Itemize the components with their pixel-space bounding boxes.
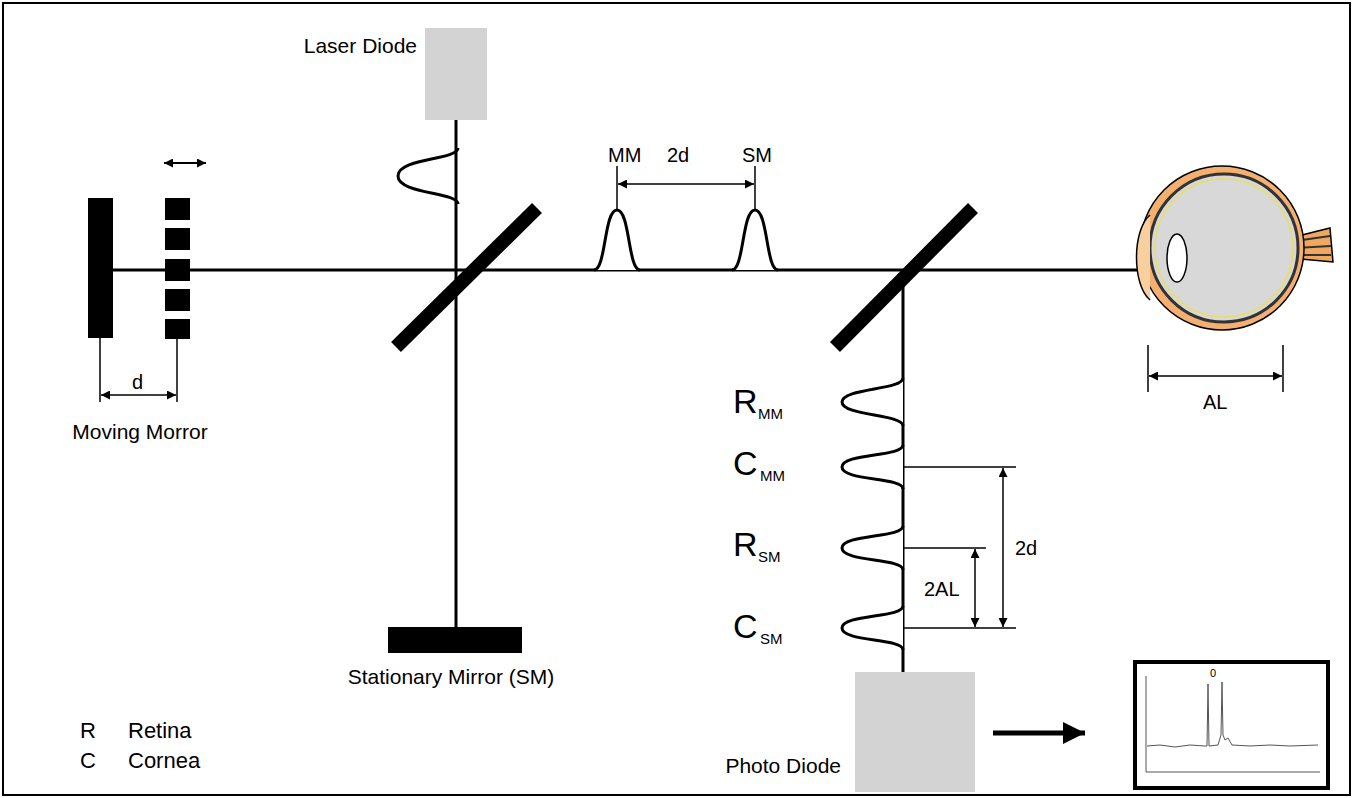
label: d	[132, 372, 143, 392]
node-label: Photo Diode	[725, 754, 841, 777]
label: SM	[742, 145, 772, 165]
label: AL	[1203, 392, 1227, 412]
dimension-arrow	[101, 394, 176, 396]
label: MM	[608, 145, 641, 165]
label: C	[733, 446, 758, 480]
stationary-mirror: Stationary Mirror (SM)	[388, 627, 522, 653]
dimension-arrow	[618, 183, 754, 185]
eye	[1137, 166, 1334, 330]
beam-path	[455, 120, 458, 627]
dimension-arrow	[1002, 468, 1004, 627]
label: C	[733, 609, 758, 643]
beam-splitter	[396, 208, 537, 347]
node-label: Stationary Mirror (SM)	[348, 665, 555, 688]
label: 2AL	[924, 579, 960, 599]
label: MM	[760, 468, 785, 483]
dimension-arrow	[1149, 375, 1282, 377]
label: R	[733, 384, 758, 418]
signal-plot	[1146, 676, 1320, 772]
label: 0	[1210, 668, 1216, 679]
label: C	[80, 750, 96, 772]
mirror-position	[165, 198, 190, 339]
pulse	[594, 210, 640, 270]
label: R	[80, 720, 96, 742]
pulse	[732, 210, 778, 270]
pulse	[398, 148, 458, 204]
laser-diode: Laser Diode	[425, 28, 487, 120]
moving-mirror: Moving Morror	[88, 198, 113, 338]
node-label: Moving Morror	[72, 420, 207, 443]
frame	[3, 3, 1350, 795]
label: MM	[758, 406, 783, 421]
label: R	[733, 527, 758, 561]
label: Retina	[128, 720, 192, 742]
beam-splitter	[835, 208, 973, 347]
pulse	[842, 378, 903, 650]
label: 2d	[1015, 538, 1037, 558]
monitor	[1135, 662, 1328, 788]
label: SM	[760, 631, 783, 646]
output-arrow	[993, 731, 1085, 736]
label: 2d	[667, 145, 689, 165]
photo-diode: Photo Diode	[855, 672, 975, 792]
node-label: Laser Diode	[304, 34, 417, 57]
dimension-arrow	[974, 549, 976, 627]
motion-arrow	[164, 162, 206, 164]
label: SM	[758, 549, 781, 564]
label: Cornea	[128, 750, 200, 772]
